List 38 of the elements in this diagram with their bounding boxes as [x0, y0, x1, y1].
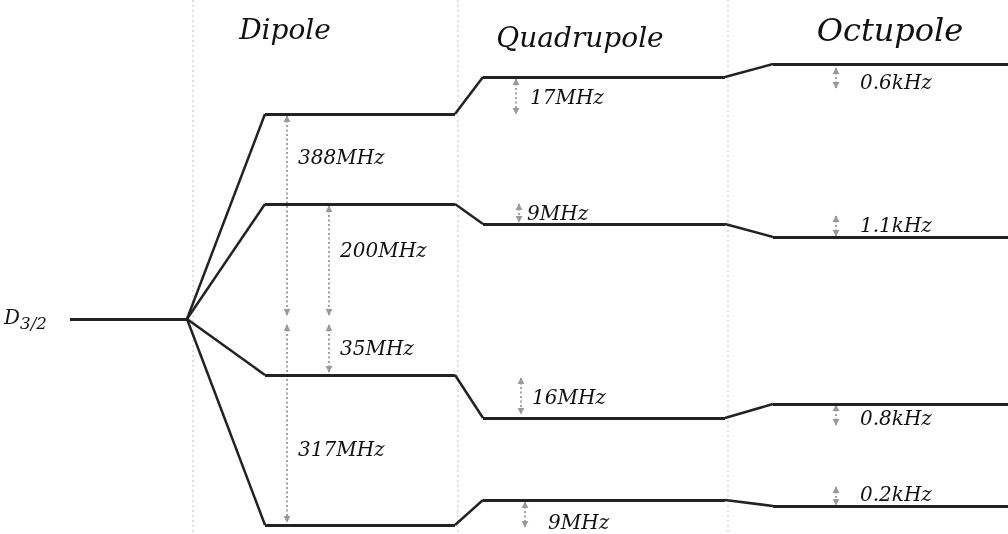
energy-level-line	[773, 402, 1008, 406]
energy-level-line	[773, 62, 1008, 66]
splitting-line	[185, 318, 267, 526]
splitting-value: 0.2kHz	[860, 484, 932, 504]
splitting-line	[185, 203, 267, 320]
splitting-value: 0.6kHz	[860, 72, 932, 92]
splitting-line	[453, 374, 485, 419]
energy-level-line	[265, 202, 455, 206]
energy-level-line	[773, 235, 1008, 239]
level-label: D$_{3/2}$	[4, 307, 47, 333]
splitting-line	[454, 203, 484, 225]
energy-level-line	[265, 523, 455, 527]
energy-level-line	[265, 373, 455, 377]
splitting-value: 200MHz	[340, 240, 427, 260]
splitting-value: 35MHz	[340, 338, 414, 358]
splitting-line	[454, 76, 484, 115]
splitting-value: 16MHz	[532, 387, 606, 407]
energy-level-line	[483, 416, 725, 420]
splitting-value: 9MHz	[548, 512, 610, 532]
column-heading: Octupole	[816, 14, 964, 46]
splitting-line	[724, 402, 774, 420]
splitting-line	[724, 62, 774, 79]
splitting-line	[186, 318, 266, 376]
splitting-value: 9MHz	[527, 203, 589, 223]
splitting-value: 317MHz	[298, 439, 385, 459]
energy-level-line	[483, 75, 725, 79]
splitting-value: 388MHz	[298, 147, 385, 167]
splitting-value: 1.1kHz	[860, 215, 932, 235]
energy-level-line	[265, 112, 455, 116]
splitting-line	[724, 222, 774, 239]
energy-level-line	[70, 317, 187, 321]
energy-level-line	[483, 498, 725, 502]
energy-level-line	[483, 222, 725, 226]
splitting-value: 0.8kHz	[860, 408, 932, 428]
energy-level-line	[773, 504, 1008, 508]
splitting-line	[724, 498, 774, 508]
splitting-value: 17MHz	[530, 87, 604, 107]
splitting-line	[454, 499, 484, 526]
